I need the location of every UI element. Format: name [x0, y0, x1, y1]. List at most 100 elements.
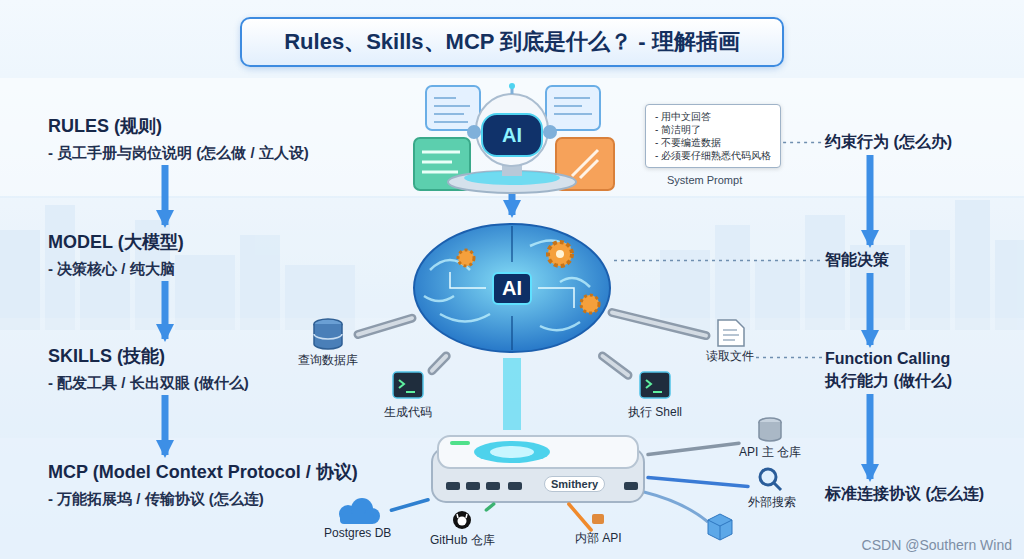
- connector: [783, 142, 823, 143]
- layer-desc: - 万能拓展坞 / 传输协议 (怎么连): [48, 490, 358, 509]
- watermark: CSDN @Southern Wind: [862, 537, 1012, 553]
- brain-folds: [424, 240, 590, 330]
- layer-label: SKILLS (技能)- 配发工具 / 长出双眼 (做什么): [48, 344, 249, 393]
- connector: [391, 500, 428, 511]
- icon-label: 生成代码: [384, 404, 432, 421]
- prompt-rule: - 用中文回答: [655, 110, 771, 123]
- github-icon: [453, 511, 471, 529]
- layer-label: RULES (规则) - 员工手册与岗位说明 (怎么做 / 立人设): [48, 114, 309, 163]
- robot-arm: [612, 313, 706, 336]
- dock-light: [450, 441, 470, 445]
- search-icon: [760, 469, 776, 485]
- icon-label: API 主 仓库: [739, 444, 801, 461]
- cloud-icon: [340, 514, 374, 524]
- connector: [612, 313, 706, 336]
- icon-label: Postgres DB: [324, 526, 391, 540]
- search-handle: [774, 483, 781, 490]
- prompt-rule: - 简洁明了: [655, 123, 771, 136]
- connector: [756, 357, 823, 358]
- title-text: Rules、Skills、MCP 到底是什么？ - 理解插画: [270, 27, 754, 57]
- role-title: 智能决策: [825, 250, 889, 271]
- layer-label: MODEL (大模型)- 决策核心 / 纯大脑: [48, 230, 184, 279]
- leader-line: [783, 142, 823, 144]
- robot-arm-core: [358, 318, 412, 334]
- terminal-prompt: [646, 380, 662, 392]
- dock-badge: Smithery: [544, 476, 605, 492]
- brain-shape: [414, 224, 610, 352]
- cable: [648, 478, 748, 487]
- terminal-icon: [393, 372, 423, 398]
- robot-arm-core: [432, 356, 446, 371]
- resource-icon: API 主 仓库: [739, 418, 801, 461]
- flow-arrow: [162, 281, 169, 339]
- connector: [512, 358, 513, 430]
- cable: [648, 443, 739, 454]
- tool-icon: 生成代码: [384, 370, 432, 421]
- connector: [569, 504, 591, 530]
- cable: [486, 504, 493, 510]
- icon-label: 读取文件: [706, 348, 754, 365]
- layer-title: MCP (Model Context Protocol / 协议): [48, 460, 358, 484]
- layer-desc: - 决策核心 / 纯大脑: [48, 260, 184, 279]
- connector: [648, 478, 748, 487]
- ai-chip: AI: [492, 272, 532, 305]
- dock-port: [624, 482, 638, 490]
- role-desc: 执行能力 (做什么): [825, 371, 952, 392]
- gear: [548, 242, 572, 266]
- decor-wire: [644, 492, 708, 522]
- robot-arm: [432, 356, 446, 371]
- flow-arrow: [867, 394, 874, 479]
- connector: [512, 194, 513, 215]
- terminal-icon: [640, 372, 670, 398]
- role-label: Function Calling 执行能力 (做什么): [825, 350, 952, 392]
- connector: [870, 273, 871, 345]
- dock-ring-core: [490, 446, 534, 458]
- connector: [870, 394, 871, 479]
- layer-title: RULES (规则): [48, 114, 309, 138]
- robot-arm: [358, 318, 412, 334]
- dock-port: [466, 482, 480, 490]
- robot-ear: [467, 125, 481, 139]
- role-label: 智能决策: [825, 250, 889, 271]
- dock-ring: [474, 441, 550, 463]
- role-title: 约束行为 (怎么办): [825, 132, 952, 153]
- brain: AI: [412, 220, 612, 356]
- connector: [165, 165, 166, 225]
- dock-port: [486, 482, 500, 490]
- connector: [603, 356, 629, 375]
- panel-lines: [434, 98, 470, 122]
- connector: [358, 318, 412, 334]
- role-label: 约束行为 (怎么办): [825, 132, 952, 153]
- energy-beam: [503, 358, 521, 430]
- leader-line: [614, 260, 823, 262]
- connector: [486, 504, 493, 510]
- robot-arm-core: [612, 313, 706, 336]
- layer-desc: - 员工手册与岗位说明 (怎么做 / 立人设): [48, 144, 309, 163]
- connector: [165, 395, 166, 455]
- connector: [165, 281, 166, 339]
- panel-strokes: [572, 150, 598, 178]
- robot-face-text: AI: [462, 124, 562, 147]
- tool-icon: 查询数据库: [298, 318, 358, 369]
- icon-label: GitHub 仓库: [430, 532, 495, 549]
- layer-title: SKILLS (技能): [48, 344, 249, 368]
- robot-arm: [603, 356, 629, 375]
- cable: [391, 500, 428, 511]
- icon-label: 执行 Shell: [628, 404, 682, 421]
- prompt-rule: - 必须要仔细熟悉代码风格: [655, 149, 771, 162]
- tool-icon: 执行 Shell: [628, 370, 682, 421]
- tool-icon: 读取文件: [706, 318, 754, 365]
- layer-label: MCP (Model Context Protocol / 协议) - 万能拓展坞…: [48, 460, 358, 509]
- role-title: Function Calling: [825, 350, 952, 368]
- cube-icon: [708, 514, 732, 540]
- connector: [870, 155, 871, 245]
- panel-lines: [554, 98, 592, 114]
- icon-label: 外部搜索: [748, 494, 796, 511]
- resource-icon: Postgres DB: [324, 500, 391, 540]
- connector: [648, 443, 739, 454]
- cube-edges: [708, 520, 732, 540]
- leader-line: [756, 357, 823, 359]
- resource-icon: 内部 API: [575, 530, 622, 547]
- robot-ear: [543, 125, 557, 139]
- flow-arrow: [867, 155, 874, 245]
